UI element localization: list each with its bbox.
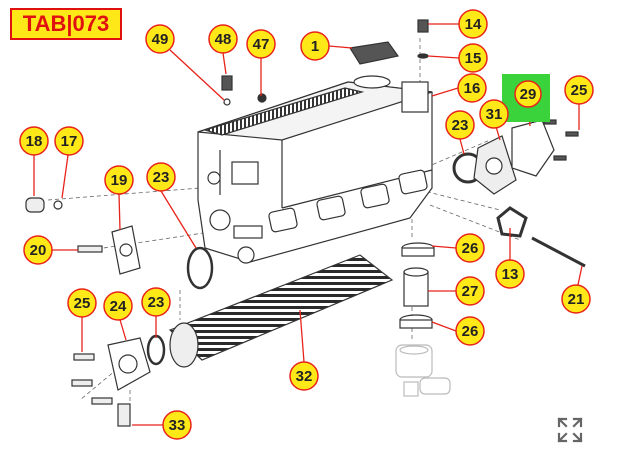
callout-32[interactable]: 32 (289, 361, 319, 391)
svg-text:48: 48 (215, 31, 232, 48)
callout-19[interactable]: 19 (104, 165, 134, 195)
svg-text:17: 17 (61, 133, 78, 150)
callout-26-top[interactable]: 26 (455, 233, 485, 263)
svg-text:27: 27 (462, 283, 479, 300)
svg-text:24: 24 (110, 298, 127, 315)
svg-text:49: 49 (152, 31, 169, 48)
tab-label: TAB|073 (10, 8, 122, 40)
callout-29[interactable]: 29 (514, 80, 542, 108)
expand-arrows-icon[interactable] (556, 416, 584, 444)
callout-20[interactable]: 20 (23, 235, 53, 265)
svg-text:33: 33 (169, 417, 186, 434)
callout-13[interactable]: 13 (495, 259, 525, 289)
callout-31[interactable]: 31 (479, 99, 509, 129)
callout-18[interactable]: 18 (19, 126, 49, 156)
svg-text:13: 13 (502, 266, 519, 283)
callout-47[interactable]: 47 (246, 29, 276, 59)
svg-text:23: 23 (452, 117, 469, 134)
callout-16[interactable]: 16 (457, 73, 487, 103)
svg-text:15: 15 (465, 50, 482, 67)
callout-15[interactable]: 15 (458, 43, 488, 73)
callout-48[interactable]: 48 (208, 24, 238, 54)
svg-text:18: 18 (26, 133, 43, 150)
callout-21[interactable]: 21 (561, 284, 591, 314)
callouts: 1 13 14 15 16 17 18 19 20 21 23 23 23 24… (19, 9, 594, 440)
side-parts (395, 119, 586, 397)
svg-text:23: 23 (153, 169, 170, 186)
callout-23-left[interactable]: 23 (146, 162, 176, 192)
callout-26-bottom[interactable]: 26 (455, 316, 485, 346)
callout-14[interactable]: 14 (458, 9, 488, 39)
svg-text:26: 26 (462, 323, 479, 340)
svg-text:29: 29 (520, 86, 537, 103)
callout-49[interactable]: 49 (145, 24, 175, 54)
svg-text:25: 25 (571, 82, 588, 99)
svg-text:14: 14 (465, 16, 482, 33)
callout-27[interactable]: 27 (455, 276, 485, 306)
svg-text:25: 25 (74, 295, 91, 312)
svg-text:19: 19 (111, 172, 128, 189)
callout-33[interactable]: 33 (162, 410, 192, 440)
svg-text:21: 21 (568, 291, 585, 308)
callout-23-right[interactable]: 23 (445, 110, 475, 140)
callout-23-pump[interactable]: 23 (141, 287, 171, 317)
svg-text:20: 20 (30, 242, 47, 259)
callout-24[interactable]: 24 (103, 291, 133, 321)
svg-text:16: 16 (464, 80, 481, 97)
callout-17[interactable]: 17 (54, 126, 84, 156)
cylinder-head (197, 19, 433, 264)
svg-text:23: 23 (148, 294, 165, 311)
leader-lines (33, 23, 583, 426)
svg-text:26: 26 (462, 240, 479, 257)
svg-text:47: 47 (253, 36, 270, 53)
callout-25-right[interactable]: 25 (564, 75, 594, 105)
svg-text:31: 31 (486, 106, 503, 123)
svg-text:32: 32 (296, 368, 313, 385)
svg-text:1: 1 (311, 38, 319, 55)
callout-1[interactable]: 1 (300, 31, 330, 61)
callout-25-left[interactable]: 25 (67, 288, 97, 318)
